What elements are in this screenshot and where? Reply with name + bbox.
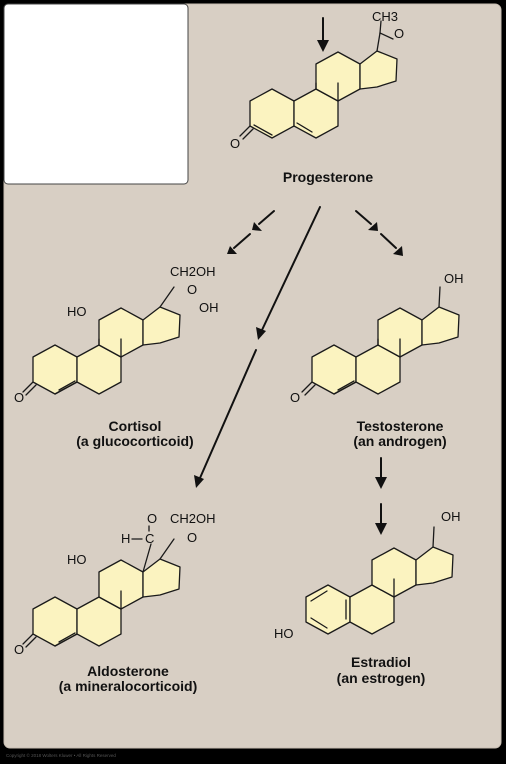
cortisol-structure [22,286,181,396]
blank-panel [3,3,189,185]
estradiol-class: (an estrogen) [337,670,426,686]
progesterone-structure [239,20,398,140]
testosterone-class: (an androgen) [353,433,446,449]
cortisol-ho: HO [67,304,87,319]
testosterone-label: Testosterone [357,418,444,434]
testosterone-oh: OH [444,271,464,286]
arrow-into-progesterone [317,17,329,52]
testosterone-ketone-o: O [290,390,300,405]
cortisol-class: (a glucocorticoid) [76,433,193,449]
cortisol-ch2oh: CH2OH [170,264,216,279]
estradiol-structure [305,526,454,635]
aldosterone-class: (a mineralocorticoid) [59,678,197,694]
progesterone-ketone-o: O [230,136,240,151]
cortisol-carbonyl-o: O [187,282,197,297]
aldosterone-structure [22,538,181,648]
copyright-text: Copyright © 2018 Wolters Kluwer • All Ri… [6,752,116,758]
arrow-progesterone-to-aldosterone [194,206,321,488]
estradiol-ho: HO [274,626,294,641]
progesterone-carbonyl-o: O [394,26,404,41]
progesterone-label: Progesterone [283,169,373,185]
aldosterone-c: C [145,531,154,546]
aldosterone-carbonyl-o: O [187,530,197,545]
arrow-progesterone-to-testosterone [355,210,403,256]
estradiol-oh: OH [441,509,461,524]
cortisol-ketone-o: O [14,390,24,405]
aldosterone-aldehyde-o: O [147,511,157,526]
arrow-testosterone-to-estradiol [375,457,387,535]
aldosterone-ch2oh: CH2OH [170,511,216,526]
aldosterone-ho: HO [67,552,87,567]
arrow-progesterone-to-cortisol [227,210,275,254]
aldosterone-ketone-o: O [14,642,24,657]
progesterone-ch3: CH3 [372,9,398,24]
testosterone-structure [301,286,460,396]
aldosterone-aldehyde-h: H [121,531,130,546]
aldosterone-label: Aldosterone [87,663,169,679]
estradiol-label: Estradiol [351,654,411,670]
cortisol-label: Cortisol [109,418,162,434]
cortisol-oh: OH [199,300,219,315]
